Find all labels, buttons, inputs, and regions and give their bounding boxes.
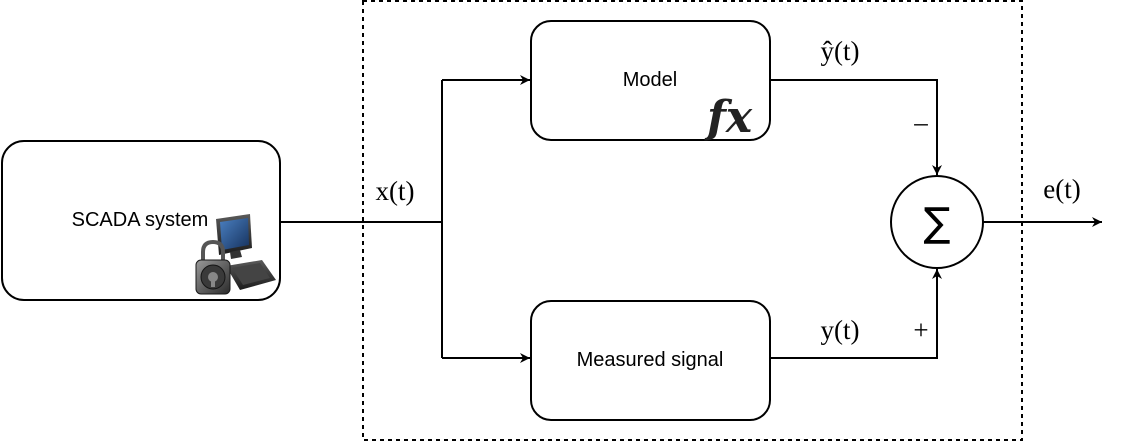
summation-symbol: ∑ xyxy=(924,200,951,246)
measured-output-arrow xyxy=(770,269,942,359)
measured-signal-box xyxy=(530,300,771,421)
error-signal-label: e(t) xyxy=(1043,174,1080,204)
measured-signal-label: Measured signal xyxy=(577,349,724,371)
minus-sign: – xyxy=(913,107,928,137)
model-block[interactable]: Model fx xyxy=(530,20,771,143)
model-output-label: ŷ(t) xyxy=(821,36,860,66)
computer-lock-icon xyxy=(195,214,276,295)
scada-system-label: SCADA system xyxy=(72,209,209,231)
model-label: Model xyxy=(623,69,677,91)
scada-system-block[interactable]: SCADA system xyxy=(1,140,281,301)
plus-sign: + xyxy=(913,315,928,345)
model-output-arrow xyxy=(770,79,942,175)
analysis-boundary xyxy=(362,0,1023,441)
input-signal-label: x(t) xyxy=(376,176,415,206)
summing-junction[interactable]: ∑ xyxy=(890,175,984,269)
measured-output-label: y(t) xyxy=(821,315,860,345)
function-icon: fx xyxy=(704,92,753,143)
measured-signal-block[interactable]: Measured signal xyxy=(530,300,771,421)
